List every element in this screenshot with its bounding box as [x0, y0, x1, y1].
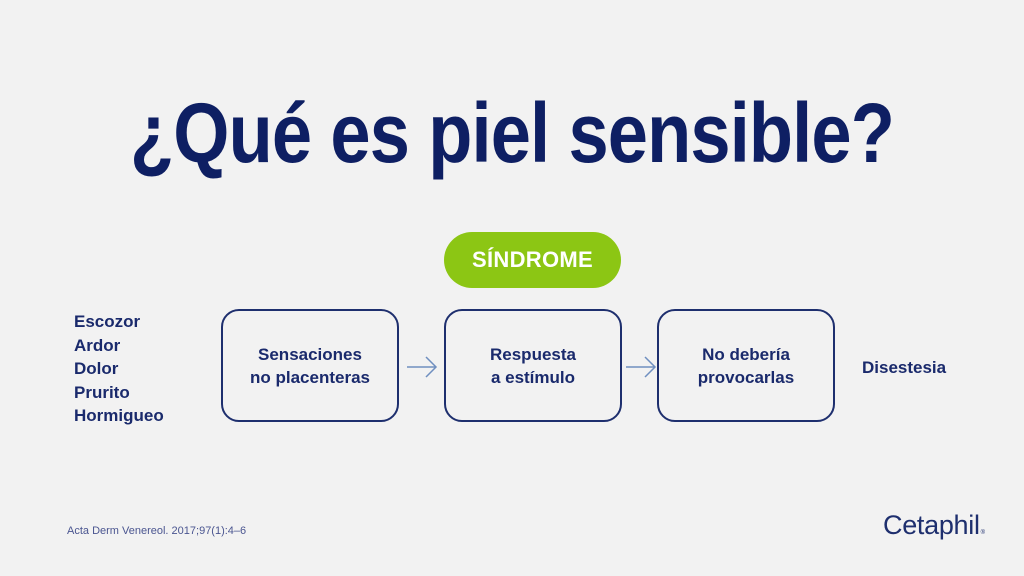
flow-box-sensations: Sensaciones no placenteras [221, 309, 399, 422]
flow-box-response: Respuesta a estímulo [444, 309, 622, 422]
brand-logo: Cetaphil® [883, 510, 985, 541]
flow-box-line: No debería [702, 344, 790, 364]
citation: Acta Derm Venereol. 2017;97(1):4–6 [67, 525, 247, 537]
symptom-item: Ardor [74, 335, 121, 355]
brand-logo-text: Cetaphil [883, 510, 980, 540]
arrow-right-icon [407, 356, 438, 378]
flow-box-line: no placenteras [250, 367, 370, 387]
symptom-item: Escozor [74, 312, 141, 331]
arrow-right-icon [626, 356, 657, 378]
symptom-item: Prurito [74, 382, 130, 402]
symptom-item: Hormigueo [74, 406, 164, 426]
symptom-item: Dolor [74, 359, 119, 379]
flow-box-line: a estímulo [490, 367, 576, 387]
registered-mark-icon: ® [980, 530, 985, 536]
symptoms-list: Escozor Ardor Dolor Prurito Hormigueo [74, 310, 164, 428]
syndrome-badge-label: SÍNDROME [472, 247, 593, 272]
slide-title: ¿Qué es piel sensible? [130, 86, 895, 180]
flow-box-line: provocarlas [697, 367, 795, 387]
flow-box-line: Sensaciones [258, 344, 362, 364]
flow-box-line: Respuesta [490, 344, 576, 364]
flow-box-should-not: No debería provocarlas [657, 309, 835, 422]
result-label: Disestesia [862, 358, 947, 377]
syndrome-badge: SÍNDROME [444, 232, 621, 288]
